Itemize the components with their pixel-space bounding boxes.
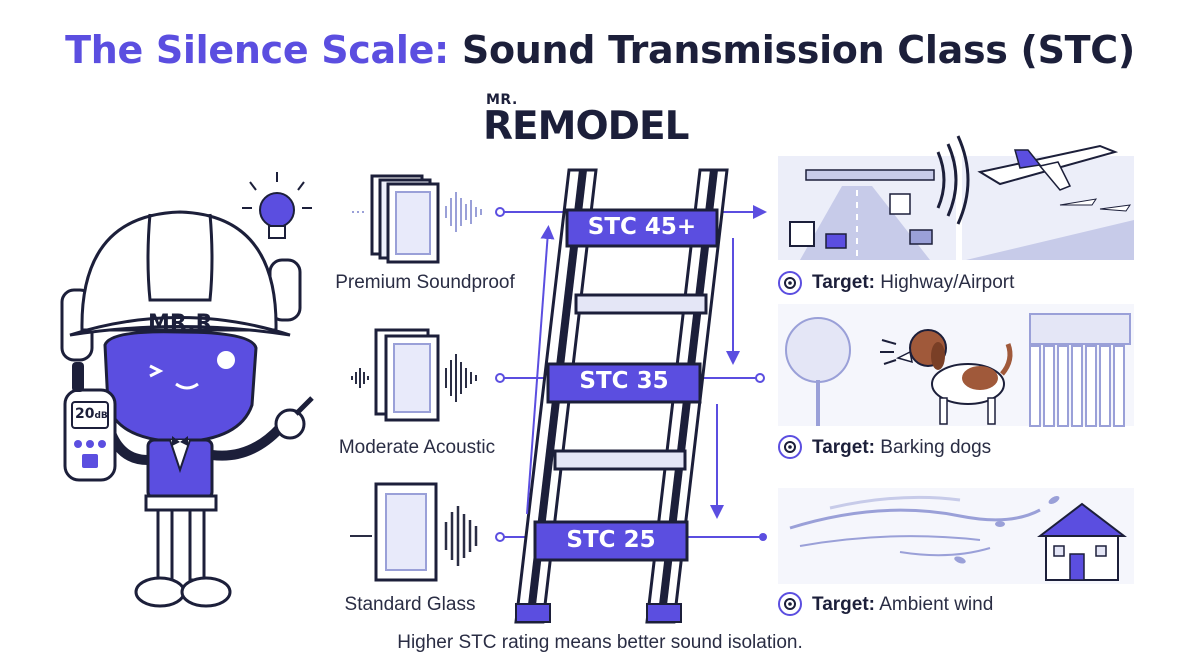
- rung-label-stc25: STC 25: [566, 527, 656, 553]
- sound-wave-premium: [445, 192, 482, 232]
- meter-reading: 20dB: [75, 406, 108, 422]
- window-label-premium: Premium Soundproof: [335, 272, 515, 293]
- window-label-standard: Standard Glass: [344, 594, 476, 615]
- rung-label-stc35: STC 35: [579, 368, 669, 394]
- helmet-label: MR.R: [148, 311, 213, 336]
- scene-barking-dog: [778, 304, 1134, 427]
- target-ambient-wind: Target: Ambient wind: [812, 594, 993, 616]
- mascot-robot: [60, 172, 314, 608]
- sound-wave-standard: [444, 506, 478, 566]
- title-rest: Sound Transmission Class (STC): [461, 28, 1135, 72]
- brand-logo-prefix: MR.: [486, 92, 518, 108]
- scene-ambient-wind: [778, 488, 1134, 584]
- stc-ladder: [514, 168, 740, 624]
- target-icon: [778, 271, 802, 295]
- target-icon: [778, 435, 802, 459]
- title-accent: The Silence Scale:: [65, 28, 449, 72]
- target-highway-airport: Target: Highway/Airport: [812, 272, 1014, 294]
- sound-wave-left-moderate: [351, 368, 369, 388]
- target-value: Ambient wind: [879, 594, 994, 615]
- target-barking-dogs: Target: Barking dogs: [812, 437, 991, 459]
- target-label: Target:: [812, 594, 875, 615]
- brand-logo: REMODEL: [483, 104, 690, 149]
- target-value: Barking dogs: [880, 437, 992, 458]
- sound-wave-moderate: [445, 354, 477, 402]
- sound-meter-device: [63, 362, 117, 482]
- window-label-moderate: Moderate Acoustic: [338, 437, 496, 458]
- target-icon: [778, 592, 802, 616]
- footer-caption: Higher STC rating means better sound iso…: [397, 632, 803, 653]
- page-title: The Silence Scale: Sound Transmission Cl…: [0, 28, 1200, 72]
- scene-highway-airport: [778, 135, 1134, 260]
- target-value: Highway/Airport: [880, 272, 1015, 293]
- target-label: Target:: [812, 272, 875, 293]
- lightbulb-icon: [242, 172, 312, 239]
- window-premium-soundproof: [370, 174, 440, 264]
- window-standard-glass: [374, 482, 438, 582]
- rung-label-stc45: STC 45+: [587, 214, 697, 240]
- target-label: Target:: [812, 437, 875, 458]
- window-moderate-acoustic: [374, 328, 440, 422]
